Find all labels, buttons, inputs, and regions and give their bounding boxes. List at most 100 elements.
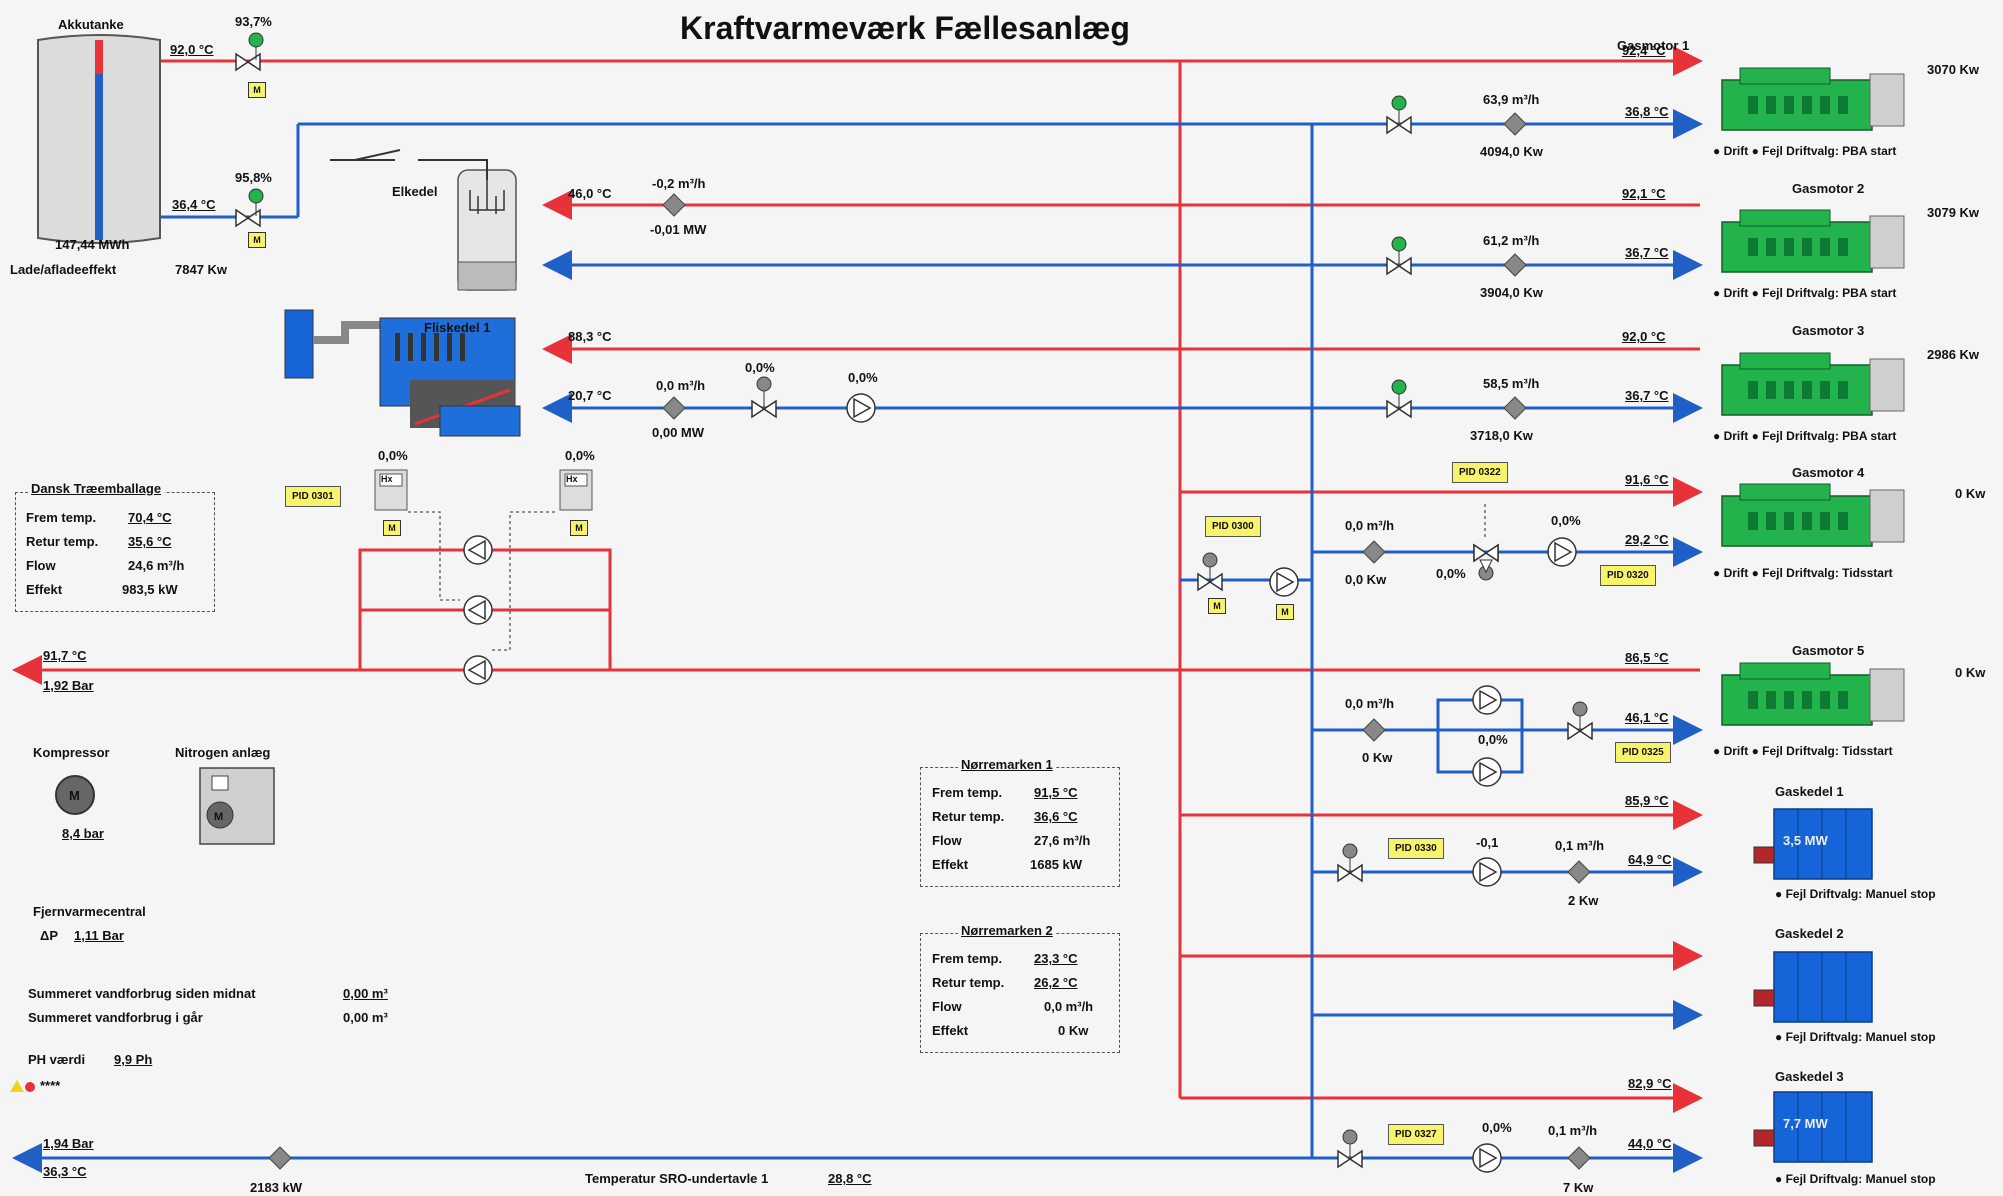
pid-0300-button[interactable]: PID 0300 (1205, 516, 1261, 537)
pump-motor-badge[interactable]: M (1276, 604, 1294, 620)
water-today-label: Summeret vandforbrug siden midnat (28, 986, 256, 1001)
gasmotor-2-name: Gasmotor 2 (1792, 181, 1865, 196)
gasmotor-1-graphic[interactable] (1720, 60, 1908, 142)
norremarken2-effekt-label: Effekt (932, 1023, 969, 1038)
pid-0301-button[interactable]: PID 0301 (285, 486, 341, 507)
fjernvarme-label: Fjernvarmecentral (33, 904, 146, 919)
gasmotor-1-status: ● Drift ● Fejl Driftvalg: PBA start (1713, 144, 1897, 158)
three-way-valve (1473, 544, 1499, 574)
fliskedel-flow: 0,0 m³/h (656, 378, 706, 393)
akkutanke-temp-top: 92,0 °C (170, 42, 214, 57)
valve-motor-badge[interactable]: M (1208, 598, 1226, 614)
gaskedel-3-pump-pct: 0,0% (1482, 1120, 1512, 1135)
fjernvarme-dp: 1,11 Bar (74, 928, 124, 943)
valve-indicators (248, 32, 1588, 1157)
elkedel-flow: -0,2 m³/h (652, 176, 706, 191)
dansk-frem: 70,4 °C (128, 510, 172, 525)
akkutanke-energy: 147,44 MWh (55, 237, 130, 252)
gaskedel-3-name: Gaskedel 3 (1775, 1069, 1844, 1084)
norremarken2-frem-label: Frem temp. (932, 951, 1003, 966)
ph-label: PH værdi (28, 1052, 86, 1067)
svg-text:M: M (214, 811, 223, 823)
norremarken1-retur-label: Retur temp. (932, 809, 1005, 824)
gaskedel-1-graphic[interactable] (1752, 805, 1874, 883)
signal-lines (408, 504, 1486, 651)
gasmotor-1-heat: 4094,0 Kw (1480, 144, 1543, 159)
norremarken2-flow-label: Flow (932, 999, 962, 1014)
valve-motor-badge[interactable]: M (248, 232, 266, 248)
gasmotor-5-flow: 0,0 m³/h (1345, 696, 1395, 711)
water-yesterday-label: Summeret vandforbrug i går (28, 1010, 203, 1025)
gaskedel-2-graphic[interactable] (1752, 948, 1874, 1026)
gaskedel-3-heat: 7 Kw (1563, 1180, 1594, 1195)
gasmotor-4-status: ● Drift ● Fejl Driftvalg: Tidsstart (1713, 566, 1893, 580)
ph-value: 9,9 Ph (114, 1052, 153, 1067)
gaskedel-3-cold-temp: 44,0 °C (1628, 1136, 1672, 1151)
gasmotor-3-graphic[interactable] (1720, 345, 1908, 427)
supply-pressure: 1,92 Bar (43, 678, 94, 693)
gasmotor-5-name: Gasmotor 5 (1792, 643, 1865, 658)
supply-temp: 91,7 °C (43, 648, 87, 663)
gasmotor-4-power: 0 Kw (1955, 486, 1986, 501)
akkutank-graphic (37, 34, 161, 244)
valve-motor-badge[interactable]: M (248, 82, 266, 98)
pid-0330-button[interactable]: PID 0330 (1388, 838, 1444, 859)
sro-value: 28,8 °C (828, 1171, 872, 1186)
gasmotor-3-heat: 3718,0 Kw (1470, 428, 1533, 443)
gasmotor-2-hot-temp: 92,1 °C (1622, 186, 1666, 201)
hx-motor-badge[interactable]: M (570, 520, 588, 536)
gasmotor-4-heat: 0,0 Kw (1345, 572, 1387, 587)
ph-alarm: **** (40, 1078, 61, 1093)
akkutanke-power: 7847 Kw (175, 262, 228, 277)
sro-label: Temperatur SRO-undertavle 1 (585, 1171, 769, 1186)
gaskedel-1-hot-temp: 85,9 °C (1625, 793, 1669, 808)
gaskedel-2-name: Gaskedel 2 (1775, 926, 1844, 941)
pid-0320-button[interactable]: PID 0320 (1600, 565, 1656, 586)
gasmotor-4-valve-pct: 0,0% (1436, 566, 1466, 581)
gasmotor-2-heat: 3904,0 Kw (1480, 285, 1543, 300)
gaskedel-1-rating: 3,5 MW (1783, 833, 1828, 848)
gasmotor-4-flow: 0,0 m³/h (1345, 518, 1395, 533)
gasmotor-1-cold-temp: 36,8 °C (1625, 104, 1669, 119)
gaskedel-1-name: Gaskedel 1 (1775, 784, 1844, 799)
gasmotor-5-graphic[interactable] (1720, 655, 1908, 737)
return-power: 2183 kW (250, 1180, 303, 1195)
gasmotor-1-power: 3070 Kw (1927, 62, 1980, 77)
gasmotor-4-cold-temp: 29,2 °C (1625, 532, 1669, 547)
akkutanke-power-label: Lade/afladeeffekt (10, 262, 117, 277)
pid-0327-button[interactable]: PID 0327 (1388, 1124, 1444, 1145)
fjernvarme-dp-label: ΔP (40, 928, 59, 943)
pid-0325-button[interactable]: PID 0325 (1615, 742, 1671, 763)
norremarken2-retur: 26,2 °C (1034, 975, 1078, 990)
gaskedel-3-graphic[interactable] (1752, 1088, 1874, 1166)
dansk-retur: 35,6 °C (128, 534, 172, 549)
page-title: Kraftvarmeværk Fællesanlæg (680, 10, 1130, 46)
norremarken1-frem: 91,5 °C (1034, 785, 1078, 800)
akkutanke-valve-bottom-pct: 95,8% (235, 170, 272, 185)
hx-right-label: Hx (566, 474, 578, 484)
gasmotor-2-graphic[interactable] (1720, 202, 1908, 284)
gasmotor-5-power: 0 Kw (1955, 665, 1986, 680)
gaskedel-3-rating: 7,7 MW (1783, 1116, 1828, 1131)
water-yesterday: 0,00 m³ (343, 1010, 388, 1025)
gasmotor-2-cold-temp: 36,7 °C (1625, 245, 1669, 260)
norremarken1-flow-label: Flow (932, 833, 962, 848)
gasmotor-3-cold-temp: 36,7 °C (1625, 388, 1669, 403)
gasmotor-4-hot-temp: 91,6 °C (1625, 472, 1669, 487)
water-today: 0,00 m³ (343, 986, 388, 1001)
dansk-flow-label: Flow (26, 558, 56, 573)
pid-0322-button[interactable]: PID 0322 (1452, 462, 1508, 483)
elkedel-label: Elkedel (392, 184, 438, 199)
norremarken1-flow: 27,6 m³/h (1034, 833, 1091, 848)
nitrogen-graphic: M (199, 767, 275, 845)
gasmotor-4-graphic[interactable] (1720, 476, 1908, 558)
hx-left-label: Hx (381, 474, 393, 484)
elkedel-temp: 46,0 °C (568, 186, 612, 201)
hx-motor-badge[interactable]: M (383, 520, 401, 536)
dansk-retur-label: Retur temp. (26, 534, 99, 549)
gasmotor-2-status: ● Drift ● Fejl Driftvalg: PBA start (1713, 286, 1897, 300)
gasmotor-5-pump-pct: 0,0% (1478, 732, 1508, 747)
nitrogen-label: Nitrogen anlæg (175, 745, 271, 760)
